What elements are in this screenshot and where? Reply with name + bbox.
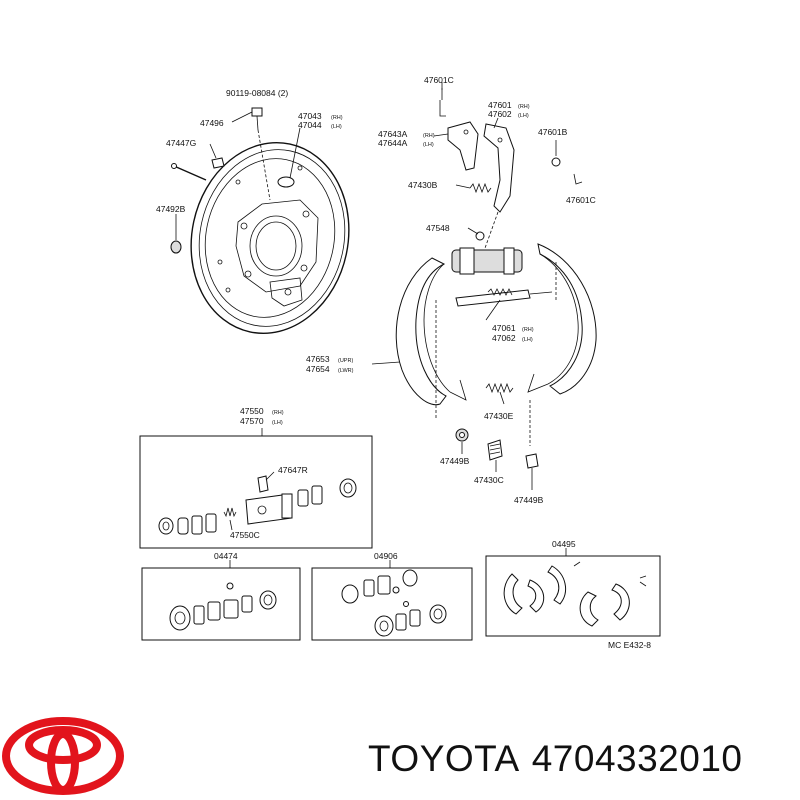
suffix-47654-lwr: (LWR)	[338, 368, 354, 374]
label-47430c: 47430C	[474, 475, 504, 485]
label-47602: 47602	[488, 109, 512, 119]
kit-04906-box	[311, 560, 473, 641]
brand-name: TOYOTA	[368, 738, 520, 779]
label-47044: 47044	[298, 120, 322, 130]
suffix-47061-rh: (RH)	[522, 327, 534, 333]
brake-shoe-assembly	[371, 227, 597, 446]
label-47601c-top: 47601C	[424, 75, 454, 85]
label-kit-04906: 04906	[374, 551, 398, 561]
label-47647r: 47647R	[278, 465, 308, 475]
label-47653: 47653	[306, 354, 330, 364]
part-labels: 90119-08084 (2) 47496 47447G 47492B 4704…	[156, 75, 651, 650]
label-90119-08084: 90119-08084 (2)	[226, 88, 288, 98]
label-47643a: 47643A	[378, 129, 408, 139]
suffix-47643a-rh: (RH)	[423, 133, 435, 139]
wheel-cylinder-box	[139, 428, 373, 549]
parking-brake-lever-assembly	[433, 82, 583, 263]
label-47449b-left: 47449B	[440, 456, 470, 466]
diagram-code: MC E432-8	[608, 640, 651, 650]
label-47061: 47061	[492, 323, 516, 333]
label-47550: 47550	[240, 406, 264, 416]
brand-part-title: TOYOTA 4704332010	[368, 738, 755, 780]
label-47550c: 47550C	[230, 530, 260, 540]
label-47043: 47043	[298, 111, 322, 121]
label-kit-04495: 04495	[552, 539, 576, 549]
label-47601b: 47601B	[538, 127, 568, 137]
suffix-47653-upr: (UPR)	[338, 358, 353, 364]
suffix-47601-rh: (RH)	[518, 104, 530, 110]
kit-04474-box	[141, 560, 301, 641]
kit-04495-box	[485, 548, 661, 637]
label-47570: 47570	[240, 416, 264, 426]
label-47492b: 47492B	[156, 204, 186, 214]
label-47430b: 47430B	[408, 180, 438, 190]
label-47654: 47654	[306, 364, 330, 374]
suffix-47570-lh: (LH)	[272, 420, 283, 426]
label-47601: 47601	[488, 100, 512, 110]
hold-down-parts	[455, 428, 539, 490]
suffix-47044-lh: (LH)	[331, 124, 342, 130]
suffix-47062-lh: (LH)	[522, 337, 533, 343]
label-47430e: 47430E	[484, 411, 514, 421]
suffix-47043-rh: (RH)	[331, 115, 343, 121]
label-47644a: 47644A	[378, 138, 408, 148]
label-47062: 47062	[492, 333, 516, 343]
label-47447g: 47447G	[166, 138, 196, 148]
label-47449b-right: 47449B	[514, 495, 544, 505]
suffix-47550-rh: (RH)	[272, 410, 284, 416]
toyota-logo	[2, 717, 124, 795]
label-47496: 47496	[200, 118, 224, 128]
label-47601c-right: 47601C	[566, 195, 596, 205]
suffix-47602-lh: (LH)	[518, 113, 529, 119]
label-kit-04474: 04474	[214, 551, 238, 561]
label-47548: 47548	[426, 223, 450, 233]
part-number: 4704332010	[531, 738, 743, 779]
backing-plate-assembly	[170, 107, 350, 334]
suffix-47644a-lh: (LH)	[423, 142, 434, 148]
